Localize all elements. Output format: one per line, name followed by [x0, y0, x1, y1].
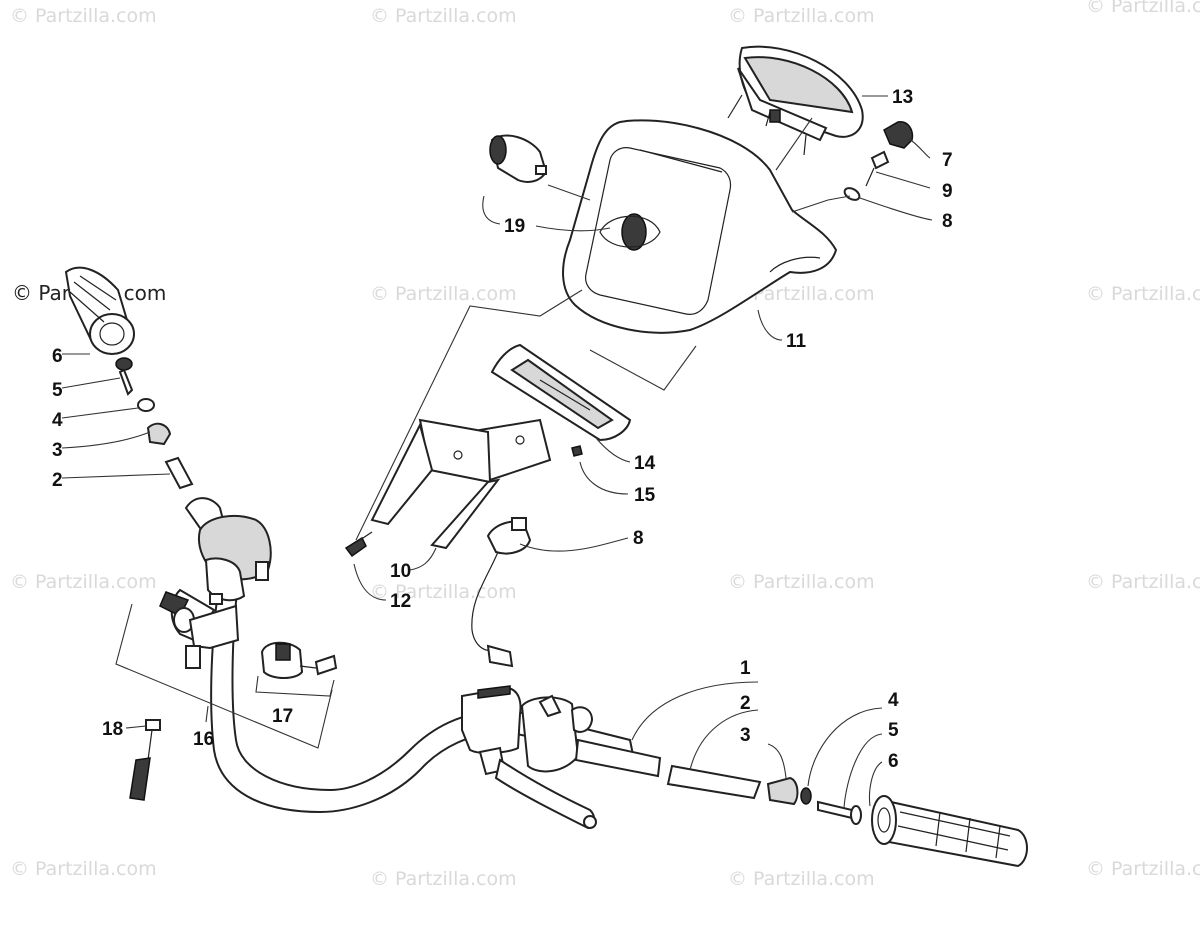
- callout-3-left: 3: [52, 440, 63, 461]
- bolt-part-5-left: [115, 357, 134, 396]
- power-outlet-part-19: [489, 134, 661, 251]
- callout-16: 16: [193, 729, 214, 750]
- handlebar-part-16: [210, 566, 636, 814]
- callout-12: 12: [390, 591, 411, 612]
- connector-part-18: [129, 719, 161, 801]
- plug-part-3-right: [766, 776, 799, 806]
- callout-19: 19: [504, 216, 525, 237]
- callout-4-left: 4: [52, 410, 63, 431]
- callout-7: 7: [942, 150, 953, 171]
- watermark-text: © Partzilla.com: [370, 868, 517, 890]
- washer-part-4-left: [137, 398, 155, 412]
- clamp-part-17: [260, 641, 338, 679]
- gauge-part-13: [727, 45, 864, 156]
- bezel-part-14: [490, 343, 632, 442]
- grip-part-6-right: [871, 795, 1028, 868]
- callout-6-right: 6: [888, 751, 899, 772]
- washer-part-4-right: [800, 787, 812, 805]
- right-control-housing: [461, 685, 662, 830]
- watermark-text: © Partzilla.com: [10, 5, 157, 27]
- callout-14: 14: [634, 453, 656, 474]
- callout-3-right: 3: [740, 725, 751, 746]
- watermark-text: © Partzilla.com: [370, 283, 517, 305]
- left-control-housing: [159, 497, 272, 669]
- callout-10: 10: [390, 561, 411, 582]
- bracket-part-10: [370, 418, 552, 550]
- pod-cover-part-11: [562, 119, 838, 334]
- callout-11: 11: [786, 331, 807, 352]
- callout-8-upper: 8: [942, 211, 953, 232]
- callout-13: 13: [892, 87, 913, 108]
- watermark-text: © Partzilla.com: [1086, 283, 1200, 305]
- washer-part-8-upper: [843, 187, 861, 201]
- fastener-part-12: [344, 531, 373, 558]
- screw-part-9: [865, 150, 890, 187]
- callout-5-right: 5: [888, 720, 899, 741]
- callout-labels: 1 2 2 3 3 4 4 5 5 6 6 7 8 8 9 10 11 12 1…: [52, 87, 953, 772]
- callout-4-right: 4: [888, 690, 899, 711]
- callout-17: 17: [272, 706, 293, 727]
- watermark-text: © Partzilla.com: [728, 868, 875, 890]
- callout-15: 15: [634, 485, 656, 506]
- callout-8-lower: 8: [633, 528, 644, 549]
- grip-part-6-left: [64, 266, 135, 355]
- watermark-text: © Partzilla.com: [1086, 858, 1200, 880]
- callout-5-left: 5: [52, 380, 63, 401]
- callout-2-left: 2: [52, 470, 63, 491]
- watermark-text: © Partzilla.com: [10, 858, 157, 880]
- plug-part-3-left: [146, 422, 172, 446]
- watermark-text: © Partzilla.com: [370, 581, 517, 603]
- callout-1: 1: [740, 658, 751, 679]
- knob-part-7: [883, 121, 914, 149]
- insert-part-2-right: [666, 764, 762, 800]
- callout-18: 18: [102, 719, 123, 740]
- callout-6-left: 6: [52, 346, 63, 367]
- watermark-text: © Partzilla.com: [728, 571, 875, 593]
- watermark-text: © Partzilla.com: [370, 5, 517, 27]
- watermark-text: © Partzilla.com: [1086, 0, 1200, 17]
- watermark-layer: © Partzilla.com © Partzilla.com © Partzi…: [10, 0, 1200, 890]
- bolt-part-5-right: [817, 800, 862, 825]
- callout-9: 9: [942, 181, 953, 202]
- fastener-part-15: [571, 445, 583, 457]
- switch-part-8: [471, 517, 532, 668]
- callout-2-right: 2: [740, 693, 751, 714]
- insert-part-2-left: [164, 456, 194, 490]
- watermark-text: © Partzilla.com: [10, 571, 157, 593]
- watermark-text: © Partzilla.com: [728, 5, 875, 27]
- watermark-text: © Partzilla.com: [1086, 571, 1200, 593]
- leader-lines: [61, 95, 933, 809]
